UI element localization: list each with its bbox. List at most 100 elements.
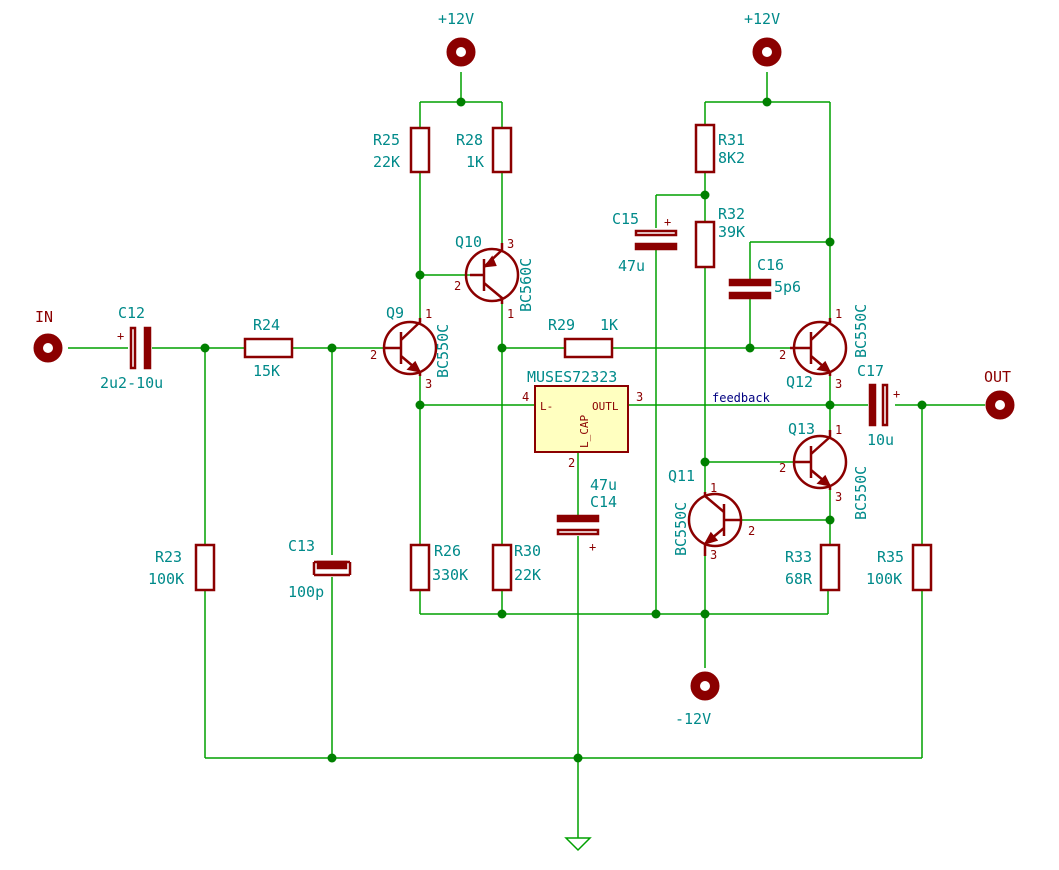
vplus-left-label: +12V	[438, 10, 474, 28]
svg-text:39K: 39K	[718, 223, 745, 241]
resistor-r35: R35 100K	[866, 543, 933, 592]
svg-text:R23: R23	[155, 548, 182, 566]
svg-text:BC550C: BC550C	[852, 304, 870, 358]
svg-text:3: 3	[425, 377, 432, 391]
resistor-r25: R25 22K	[373, 126, 431, 174]
svg-text:BC550C: BC550C	[852, 466, 870, 520]
svg-text:2: 2	[748, 524, 755, 538]
svg-text:BC550C: BC550C	[672, 502, 690, 556]
svg-text:3: 3	[636, 390, 643, 404]
svg-text:R24: R24	[253, 316, 280, 334]
svg-text:C12: C12	[118, 304, 145, 322]
svg-text:Q10: Q10	[455, 233, 482, 251]
svg-text:+: +	[117, 329, 124, 343]
svg-text:Q11: Q11	[668, 467, 695, 485]
svg-text:10u: 10u	[867, 431, 894, 449]
svg-text:47u: 47u	[590, 476, 617, 494]
ground-symbol	[564, 837, 592, 852]
svg-text:C16: C16	[757, 256, 784, 274]
svg-text:+: +	[893, 387, 900, 401]
svg-text:R30: R30	[514, 542, 541, 560]
svg-text:4: 4	[522, 390, 529, 404]
svg-text:330K: 330K	[432, 566, 468, 584]
capacitor-c13: C13 100p	[288, 537, 352, 601]
svg-text:R35: R35	[877, 548, 904, 566]
svg-text:R31: R31	[718, 131, 745, 149]
wires	[68, 72, 985, 838]
power-vplus-right: +12V	[744, 10, 782, 67]
svg-text:3: 3	[507, 237, 514, 251]
resistor-r29: R29 1K	[548, 316, 618, 359]
output-label: OUT	[984, 368, 1011, 386]
svg-text:1K: 1K	[600, 316, 618, 334]
svg-text:Q13: Q13	[788, 420, 815, 438]
svg-text:8K2: 8K2	[718, 149, 745, 167]
power-vplus-left: +12V	[438, 10, 476, 67]
capacitor-c14: + 47u C14	[556, 476, 617, 554]
junctions	[200, 97, 927, 763]
svg-text:L_CAP: L_CAP	[578, 415, 591, 448]
svg-text:3: 3	[835, 377, 842, 391]
transistor-q12: Q12 BC550C 1 2 3	[779, 304, 870, 391]
svg-text:1K: 1K	[466, 153, 484, 171]
resistor-r33: R33 68R	[785, 543, 841, 592]
svg-text:Q9: Q9	[386, 304, 404, 322]
capacitor-c16: C16 5p6	[728, 256, 801, 300]
svg-text:C17: C17	[857, 362, 884, 380]
svg-text:100p: 100p	[288, 583, 324, 601]
output-port: OUT	[984, 368, 1015, 420]
resistor-r28: R28 1K	[456, 126, 513, 174]
svg-text:R33: R33	[785, 548, 812, 566]
svg-text:15K: 15K	[253, 362, 280, 380]
transistor-q11: Q11 BC550C 1 2 3	[668, 467, 755, 562]
svg-text:+: +	[589, 540, 596, 554]
svg-text:2: 2	[779, 348, 786, 362]
svg-text:22K: 22K	[373, 153, 400, 171]
transistor-q9: Q9 BC550C 1 2 3	[370, 304, 452, 391]
svg-text:Q12: Q12	[786, 373, 813, 391]
svg-text:2: 2	[370, 348, 377, 362]
svg-text:R28: R28	[456, 131, 483, 149]
transistor-q13: Q13 BC550C 1 2 3	[779, 420, 870, 520]
svg-text:C14: C14	[590, 493, 617, 511]
resistor-r31: R31 8K2	[694, 123, 745, 174]
resistor-r24: R24 15K	[243, 316, 294, 380]
svg-text:3: 3	[835, 490, 842, 504]
svg-text:C13: C13	[288, 537, 315, 555]
transistor-q10: Q10 BC560C 1 2 3	[454, 233, 535, 321]
svg-text:2: 2	[454, 279, 461, 293]
svg-text:1: 1	[425, 307, 432, 321]
svg-text:L-: L-	[540, 400, 553, 413]
svg-text:BC550C: BC550C	[434, 324, 452, 378]
ic-muses72323: MUSES72323 L- OUTL L_CAP 4 3 2	[522, 368, 643, 470]
svg-text:2: 2	[568, 456, 575, 470]
svg-text:R25: R25	[373, 131, 400, 149]
capacitor-c12: + C12 2u2-10u	[100, 304, 163, 392]
power-vminus: -12V	[675, 671, 720, 728]
svg-text:1: 1	[710, 481, 717, 495]
svg-text:47u: 47u	[618, 257, 645, 275]
svg-text:R32: R32	[718, 205, 745, 223]
resistor-r23: R23 100K	[148, 543, 216, 592]
svg-text:2u2-10u: 2u2-10u	[100, 374, 163, 392]
svg-text:68R: 68R	[785, 570, 813, 588]
svg-text:100K: 100K	[148, 570, 184, 588]
capacitor-c17: + C17 10u	[857, 362, 900, 449]
resistor-r26: R26 330K	[409, 542, 468, 592]
svg-text:3: 3	[710, 548, 717, 562]
svg-text:5p6: 5p6	[774, 278, 801, 296]
vplus-right-label: +12V	[744, 10, 780, 28]
svg-text:C15: C15	[612, 210, 639, 228]
feedback-label: feedback	[712, 391, 771, 405]
ic-name: MUSES72323	[527, 368, 617, 386]
svg-text:1: 1	[835, 307, 842, 321]
input-port: IN	[33, 308, 63, 363]
svg-text:100K: 100K	[866, 570, 902, 588]
svg-text:+: +	[664, 215, 671, 229]
svg-text:R26: R26	[434, 542, 461, 560]
svg-text:1: 1	[835, 423, 842, 437]
svg-text:OUTL: OUTL	[592, 400, 619, 413]
capacitor-c15: + C15 47u	[612, 210, 678, 275]
svg-text:2: 2	[779, 461, 786, 475]
